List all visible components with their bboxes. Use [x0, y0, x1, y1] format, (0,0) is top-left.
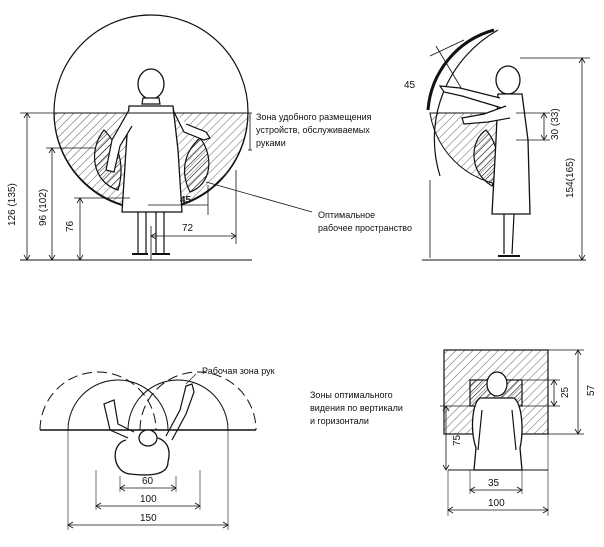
dim-150: 150 [140, 513, 157, 524]
caption-vision-line-1: Зоны оптимального [310, 390, 393, 400]
dim-126: 126 (135) [7, 183, 18, 226]
person-seated [471, 371, 523, 471]
caption-comfort-line-2: устройств, обслуживаемых [256, 125, 370, 135]
caption-optimal-line-1: Оптимальное [318, 210, 375, 220]
dim-30-33: 30 (33) [550, 108, 561, 140]
optimal-zone-right [183, 137, 210, 193]
caption-comfort-zone: Зона удобного размещения устройств, обсл… [256, 112, 372, 148]
caption-optimal-space: Оптимальное рабочее пространство [318, 210, 412, 233]
dim-75: 75 [452, 434, 463, 446]
dim-35: 35 [488, 478, 500, 489]
dim-25: 25 [560, 386, 571, 398]
dim-76: 76 [65, 220, 76, 232]
person-plan [103, 383, 195, 476]
plan-view: 60 100 150 [39, 371, 257, 530]
dim-57: 57 [586, 384, 597, 396]
caption-optimal-line-2: рабочее пространство [318, 223, 412, 233]
caption-arm-zone: Рабочая зона рук [202, 366, 275, 376]
dim-72: 72 [182, 223, 194, 234]
side-reach-arc [433, 29, 499, 177]
dim-100-plan: 100 [140, 494, 157, 505]
front-view: 126 (135) 96 (102) 76 45 72 [7, 14, 313, 261]
person-side [438, 65, 531, 257]
person-front [105, 68, 211, 255]
dim-96: 96 (102) [38, 189, 49, 226]
caption-vision-zones: Зоны оптимального видения по вертикали и… [310, 390, 403, 426]
dim-45-front: 45 [180, 195, 192, 206]
vision-view: 57 25 75 35 100 [440, 349, 597, 516]
side-view: 45 30 (33) 154(165) [404, 28, 590, 261]
dim-154: 154(165) [565, 158, 576, 198]
dim-45-side: 45 [404, 80, 416, 91]
caption-comfort-line-1: Зона удобного размещения [256, 112, 372, 122]
dim-60: 60 [142, 476, 154, 487]
caption-comfort-line-3: руками [256, 138, 286, 148]
caption-vision-line-3: и горизонтали [310, 416, 369, 426]
dim-100-view: 100 [488, 498, 505, 509]
caption-vision-line-2: видения по вертикали [310, 403, 403, 413]
